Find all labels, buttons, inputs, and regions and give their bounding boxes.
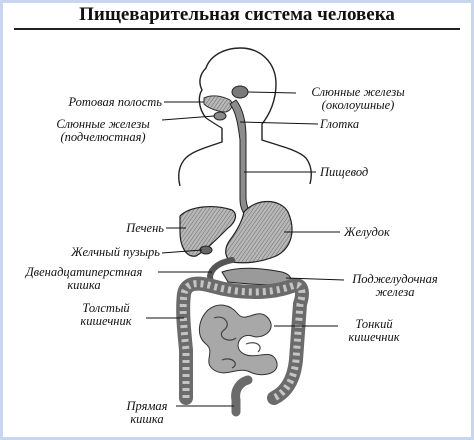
submandibular-gland-shape xyxy=(213,111,227,121)
leader-pancreas xyxy=(285,277,345,281)
label-salivary-submandibular: Слюнные железы (подчелюстная) xyxy=(44,118,162,144)
label-salivary-sub-line1: Слюнные железы xyxy=(56,117,150,131)
label-small-intestine: Тонкий кишечник xyxy=(334,318,414,344)
label-large-int-line1: Толстый xyxy=(82,301,130,315)
label-esophagus: Пищевод xyxy=(320,165,369,179)
leader-pharynx xyxy=(239,121,319,125)
label-salivary-sub-line2: (подчелюстная) xyxy=(60,130,146,144)
shoulder-left-outline xyxy=(178,128,223,187)
stomach-shape xyxy=(225,200,293,264)
label-pancreas-line2: железа xyxy=(375,285,415,299)
leader-gallbladder xyxy=(161,249,203,254)
label-pancreas-line1: Поджелудочная xyxy=(352,272,438,286)
esophagus-shape xyxy=(229,99,251,215)
diagram-title: Пищеварительная система человека xyxy=(79,4,395,25)
oral-cavity-shape xyxy=(203,95,233,113)
liver-shape xyxy=(179,206,237,257)
label-salivary-par-line2: (околоушные) xyxy=(321,98,395,112)
rectum-shape xyxy=(231,375,253,417)
label-salivary-par-line1: Слюнные железы xyxy=(311,85,405,99)
label-rectum-line1: Прямая xyxy=(126,399,168,413)
small-intestine-shape xyxy=(199,304,278,376)
face-profile xyxy=(205,117,223,129)
label-large-int-line2: кишечник xyxy=(80,314,132,328)
label-pharynx: Глотка xyxy=(320,117,360,131)
label-pancreas: Поджелудочная железа xyxy=(342,273,448,299)
label-duodenum-line2: кишка xyxy=(67,278,101,292)
label-gallbladder: Желчный пузырь xyxy=(71,245,160,259)
leader-salivary-par xyxy=(247,91,297,94)
label-liver: Печень xyxy=(126,221,164,235)
label-rectum: Прямая кишка xyxy=(116,400,178,426)
title-underline xyxy=(14,28,460,30)
label-small-int-line1: Тонкий xyxy=(355,317,393,331)
label-small-int-line2: кишечник xyxy=(348,330,400,344)
label-rectum-line2: кишка xyxy=(130,412,164,426)
label-large-intestine: Толстый кишечник xyxy=(64,302,148,328)
label-duodenum: Двенадцатиперстная кишка xyxy=(12,266,156,292)
leader-salivary-sub xyxy=(161,115,215,121)
head-outline xyxy=(198,47,312,185)
label-salivary-parotid: Слюнные железы (околоушные) xyxy=(298,86,418,112)
label-stomach: Желудок xyxy=(344,225,390,239)
parotid-gland-shape xyxy=(231,85,249,99)
label-oral-cavity: Ротовая полость xyxy=(68,95,162,109)
label-duodenum-line1: Двенадцатиперстная xyxy=(25,265,143,279)
